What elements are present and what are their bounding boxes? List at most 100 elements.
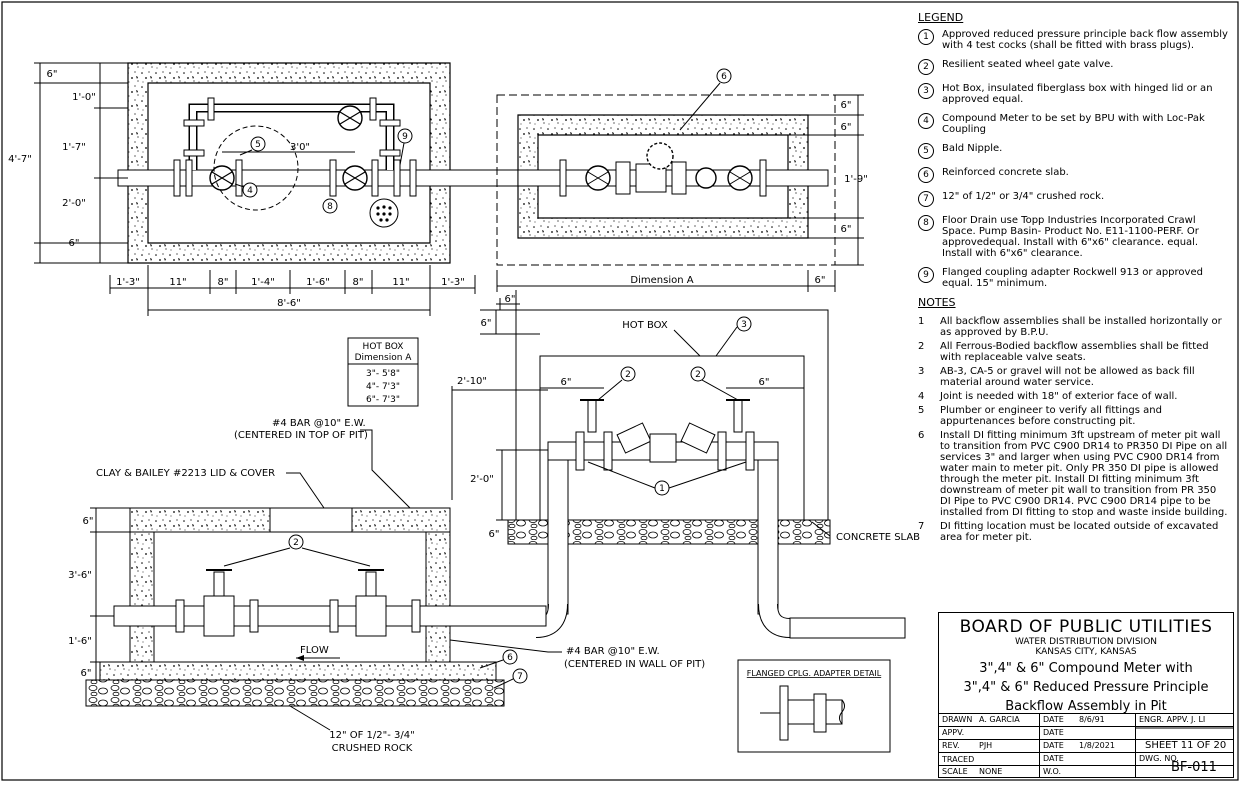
dim-sec-1: 3'-6" (68, 570, 92, 581)
note-number: 3 (918, 366, 925, 377)
hot-box-table-header: HOT BOX (363, 342, 404, 352)
note-item: 4 Joint is needed with 18" of exterior fa… (918, 391, 1230, 402)
rev-label: REV. (942, 741, 960, 750)
dim-elev-2: 2'-10" (457, 376, 487, 387)
dim-left-1-0: 1'-0" (72, 92, 96, 103)
hot-box-table: HOT BOX Dimension A 3"- 5'8" 4"- 7'3" 6"… (347, 337, 419, 407)
legend-text: Flanged coupling adapter Rockwell 913 or… (942, 267, 1203, 289)
dim-left-2-0: 2'-0" (62, 198, 86, 209)
org-name: BOARD OF PUBLIC UTILITIES (959, 617, 1213, 637)
callout-1: 1 (659, 484, 665, 494)
dim-elev-3: 6" (561, 377, 572, 388)
note-number: 5 (918, 405, 925, 416)
callout-6-plan: 6 (721, 72, 727, 82)
dim-bottom-7: 1'-3" (441, 277, 465, 288)
dim-bottom-5: 8" (353, 277, 364, 288)
sheet-number: SHEET 11 OF 20 (1145, 740, 1227, 751)
legend-number: 5 (918, 143, 934, 159)
note-text: Joint is needed with 18" of exterior fac… (940, 391, 1178, 402)
rock-label: 12" OF 1/2"- 3/4" (329, 730, 414, 741)
callout-7-section: 7 (517, 672, 523, 682)
wo-label: W.O. (1043, 767, 1062, 776)
dim-hb-r3: 6" (841, 224, 852, 235)
dwg-no-label: DWG. NO. (1139, 754, 1179, 763)
dim-elev-0: 6" (505, 294, 516, 305)
date-label: DATE (1043, 728, 1064, 737)
legend-text: Approved reduced pressure principle back… (942, 29, 1228, 51)
dim-spacing: 3'0" (290, 142, 310, 153)
note-text: Install DI fitting minimum 3ft upstream … (940, 430, 1228, 518)
section-view: 2 6 7 #4 BAR @10" E.W. (CENTERED IN TOP … (68, 418, 705, 754)
drawing-title-1: 3",4" & 6" Compound Meter with (979, 661, 1193, 676)
dim-overall: 8'-6" (277, 298, 301, 309)
bar-wall-sublabel: (CENTERED IN WALL OF PIT) (564, 659, 705, 670)
dim-bottom-6: 11" (392, 277, 409, 288)
legend-text: Reinforced concrete slab. (942, 167, 1069, 178)
note-number: 2 (918, 341, 925, 352)
legend-number: 1 (918, 29, 934, 45)
date-label: DATE (1043, 754, 1064, 763)
callout-6-section: 6 (507, 653, 513, 663)
note-text: Plumber or engineer to verify all fittin… (940, 405, 1162, 427)
note-number: 6 (918, 430, 925, 441)
bar-wall-label: #4 BAR @10" E.W. (566, 646, 660, 657)
note-item: 5 Plumber or engineer to verify all fitti… (918, 405, 1230, 427)
hot-box-table-subheader: Dimension A (355, 353, 413, 363)
legend-number: 2 (918, 59, 934, 75)
date-label: DATE (1043, 741, 1064, 750)
callout-3: 3 (741, 320, 747, 330)
note-text: DI fitting location must be located outs… (940, 521, 1219, 543)
dim-left-6b: 6" (69, 238, 80, 249)
scale-label: SCALE (942, 767, 968, 776)
callout-2-right: 2 (695, 370, 701, 380)
legend-item: 1 Approved reduced pressure principle bac… (918, 29, 1230, 51)
bar-top-label: #4 BAR @10" E.W. (272, 418, 366, 429)
dim-elev-1: 6" (481, 318, 492, 329)
dimension-a-label: Dimension A (630, 275, 693, 286)
callout-2-left: 2 (625, 370, 631, 380)
drawn-label: DRAWN (942, 715, 973, 724)
dim-sec-0: 6" (83, 516, 94, 527)
legend-number: 6 (918, 167, 934, 183)
engr-label: ENGR. APPV. (1139, 715, 1189, 724)
plan-view: 5 4 8 9 3'0" 6" 1'-0" 1'-7" 4'-7" 2'-0" … (8, 62, 519, 316)
dim-bottom-3: 1'-4" (251, 277, 275, 288)
detail-label: FLANGED CPLG. ADAPTER DETAIL (747, 669, 882, 678)
date-label: DATE (1043, 715, 1064, 724)
traced-label: TRACED (942, 755, 975, 764)
rev-value: PJH (979, 741, 993, 750)
hot-box-table-row: 3"- 5'8" (366, 369, 400, 379)
note-number: 4 (918, 391, 925, 402)
callout-5: 5 (255, 140, 261, 150)
hot-box-label: HOT BOX (622, 320, 668, 331)
date-value-2: 1/8/2021 (1079, 741, 1115, 750)
dim-bottom-1: 11" (169, 277, 186, 288)
dim-sec-3: 6" (81, 668, 92, 679)
city-name: KANSAS CITY, KANSAS (1035, 647, 1137, 657)
legend-item: 8 Floor Drain use Topp Industries Incorpo… (918, 215, 1230, 259)
note-item: 6 Install DI fitting minimum 3ft upstream… (918, 430, 1230, 518)
dim-sec-2: 1'-6" (68, 636, 92, 647)
dim-hb-r0: 6" (841, 100, 852, 111)
dim-elev-5: 2'-0" (470, 474, 494, 485)
drawing-title-3: Backflow Assembly in Pit (1005, 699, 1167, 714)
note-item: 3 AB-3, CA-5 or gravel will not be allowe… (918, 366, 1230, 388)
note-number: 1 (918, 316, 925, 327)
legend-number: 7 (918, 191, 934, 207)
legend-text: Floor Drain use Topp Industries Incorpor… (942, 215, 1199, 259)
legend-text: Compound Meter to be set by BPU with wit… (942, 113, 1205, 135)
elevation-view: 3 2 2 1 HOT BOX CONCRETE SLAB 6" 6" 2'- (451, 290, 920, 639)
legend-number: 8 (918, 215, 934, 231)
hot-box-plan: 6 6" 6" 1'-9" 6" Dimension A 6" (496, 68, 868, 292)
drawing-title-2: 3",4" & 6" Reduced Pressure Principle (963, 680, 1209, 695)
engr-value: J. LI (1191, 715, 1206, 724)
note-text: AB-3, CA-5 or gravel will not be allowed… (940, 366, 1195, 388)
